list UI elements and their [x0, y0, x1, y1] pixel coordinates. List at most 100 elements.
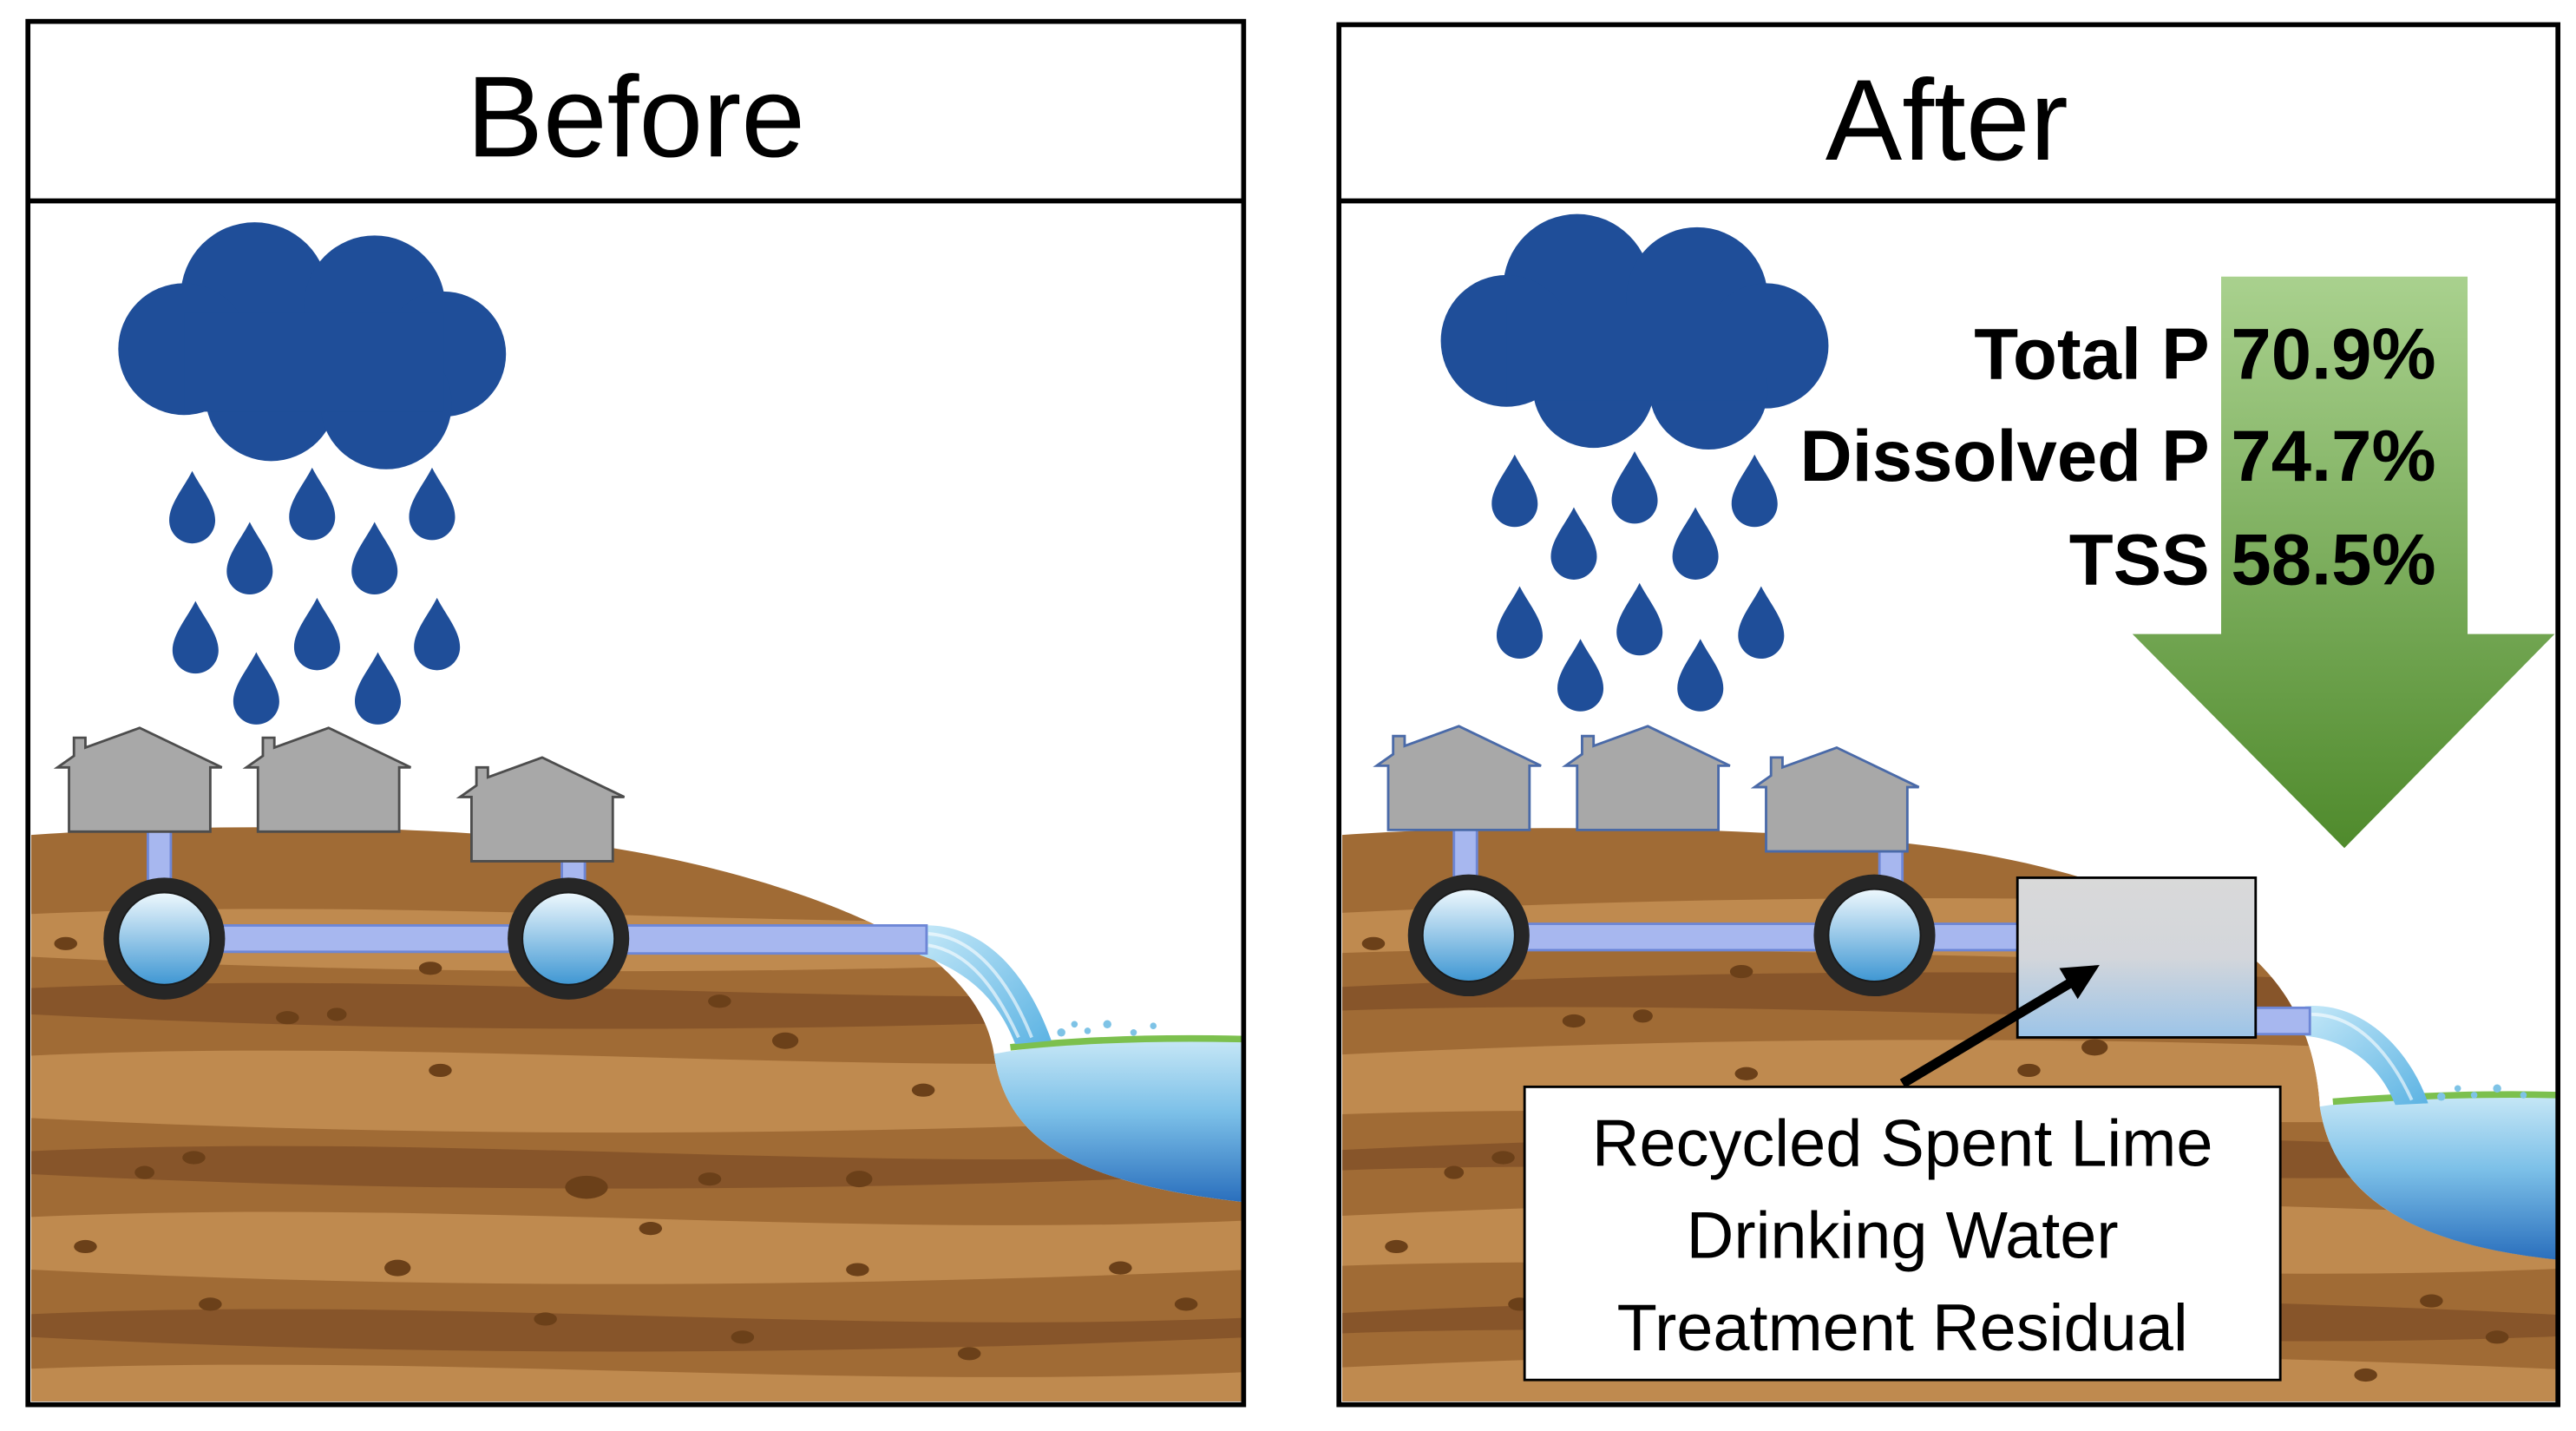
reduction-list: Total P 70.9% Dissolved P 74.7% TSS 58.5… [1800, 313, 2436, 600]
raindrop-icon [1496, 586, 1543, 660]
outflow-stream [2304, 1006, 2527, 1106]
callout-box [1523, 1085, 2282, 1382]
splash-drop [2520, 1092, 2527, 1099]
rain [169, 467, 461, 725]
stone [418, 962, 442, 975]
raindrop-icon [409, 467, 456, 541]
raindrop-icon [233, 652, 279, 725]
manhole-icon [508, 877, 630, 1000]
stone [1174, 1297, 1198, 1311]
water-jet-highlight [927, 943, 1020, 1039]
stone [2420, 1294, 2443, 1308]
soil-stones [54, 936, 1198, 1361]
raindrop-icon [289, 467, 336, 541]
splash-drop [1084, 1027, 1091, 1034]
stone [911, 1083, 935, 1097]
water-jet-highlight [2311, 1013, 2414, 1101]
stone [74, 1239, 97, 1254]
stone [1729, 964, 1753, 979]
panel-frame [25, 18, 1247, 1408]
stone [846, 1263, 869, 1277]
house-icon [1561, 725, 1731, 831]
stone [182, 1151, 206, 1165]
callout-text: Treatment Residual [1617, 1291, 2188, 1365]
manhole-icon [1407, 874, 1530, 997]
reduction-arrow-icon [2132, 276, 2555, 849]
stone [326, 1008, 347, 1021]
stone [1361, 936, 1386, 950]
raindrop-icon [293, 597, 340, 671]
reduction-value: 70.9% [2231, 313, 2435, 394]
raindrop-icon [1611, 450, 1658, 524]
raindrop-icon [1616, 582, 1663, 656]
callout-arrow-shaft [1899, 978, 2073, 1088]
stone [1734, 1067, 1759, 1080]
pond-shore [2332, 1091, 2559, 1106]
pond [993, 1039, 1244, 1203]
raindrop-icon [1557, 639, 1604, 712]
raindrop-icon [1731, 454, 1778, 528]
water-jet-highlight [927, 932, 1033, 1039]
reduction-label: TSS [2069, 520, 2210, 601]
splash-drop [2454, 1085, 2461, 1093]
outflow-stream [920, 925, 1157, 1045]
panel-frame [1336, 22, 2561, 1408]
stone [429, 1063, 452, 1078]
raindrop-icon [1672, 507, 1719, 580]
callout: Recycled Spent Lime Drinking Water Treat… [1523, 964, 2282, 1382]
reduction-label: Dissolved P [1800, 416, 2210, 496]
pond [2319, 1095, 2559, 1260]
manhole-icon [103, 877, 226, 1000]
rain-cloud-icon [118, 222, 507, 469]
reduction-value: 58.5% [2231, 520, 2435, 601]
raindrop-icon [1550, 507, 1597, 580]
stone [54, 936, 77, 950]
manhole-water [1827, 888, 1922, 982]
stone [1444, 1165, 1465, 1179]
callout-text: Recycled Spent Lime [1592, 1106, 2213, 1180]
cloud-body [184, 312, 444, 412]
splash-drop [2493, 1084, 2501, 1093]
reduction-value: 74.7% [2231, 416, 2435, 496]
soil-layers [30, 898, 1244, 1401]
stone [639, 1222, 663, 1236]
callout-text: Drinking Water [1687, 1199, 2119, 1273]
raindrop-icon [351, 522, 398, 595]
main-pipe [212, 924, 519, 954]
raindrop-icon [226, 522, 273, 595]
before-panel: Before [25, 18, 1247, 1408]
main-pipe [1518, 922, 1825, 952]
inflow-pipe [1924, 922, 2022, 952]
splash-drop [1103, 1020, 1111, 1029]
reduction-label: Total P [1974, 313, 2210, 394]
rain [1491, 450, 1785, 712]
stone [134, 1165, 154, 1179]
stone [1491, 1151, 1515, 1165]
callout-arrow-head [2059, 964, 2100, 1000]
after-panel: Total P 70.9% Dissolved P 74.7% TSS 58.5… [1336, 22, 2561, 1408]
splash-drop [2470, 1092, 2478, 1099]
stone [2017, 1063, 2041, 1078]
panel-title: Before [467, 53, 805, 181]
stone [708, 994, 731, 1008]
panel-title: After [1825, 56, 2068, 185]
raindrop-icon [354, 652, 402, 725]
title-bar [28, 21, 1244, 201]
house-icon [1750, 745, 1920, 853]
stone [957, 1347, 981, 1361]
splash-drop [1071, 1021, 1078, 1028]
stone [1633, 1009, 1653, 1023]
stone [1562, 1014, 1586, 1028]
manhole-icon [1813, 874, 1936, 997]
raindrop-icon [1491, 454, 1538, 528]
pond-shore [1010, 1034, 1244, 1051]
treatment-unit-icon [2016, 876, 2258, 1039]
stone [731, 1330, 755, 1344]
house-icon [456, 756, 626, 863]
house-icon [242, 726, 411, 833]
stone [2485, 1330, 2509, 1344]
raindrop-icon [414, 597, 461, 671]
splash-drop [1130, 1028, 1137, 1036]
cloud-body [1506, 305, 1766, 401]
